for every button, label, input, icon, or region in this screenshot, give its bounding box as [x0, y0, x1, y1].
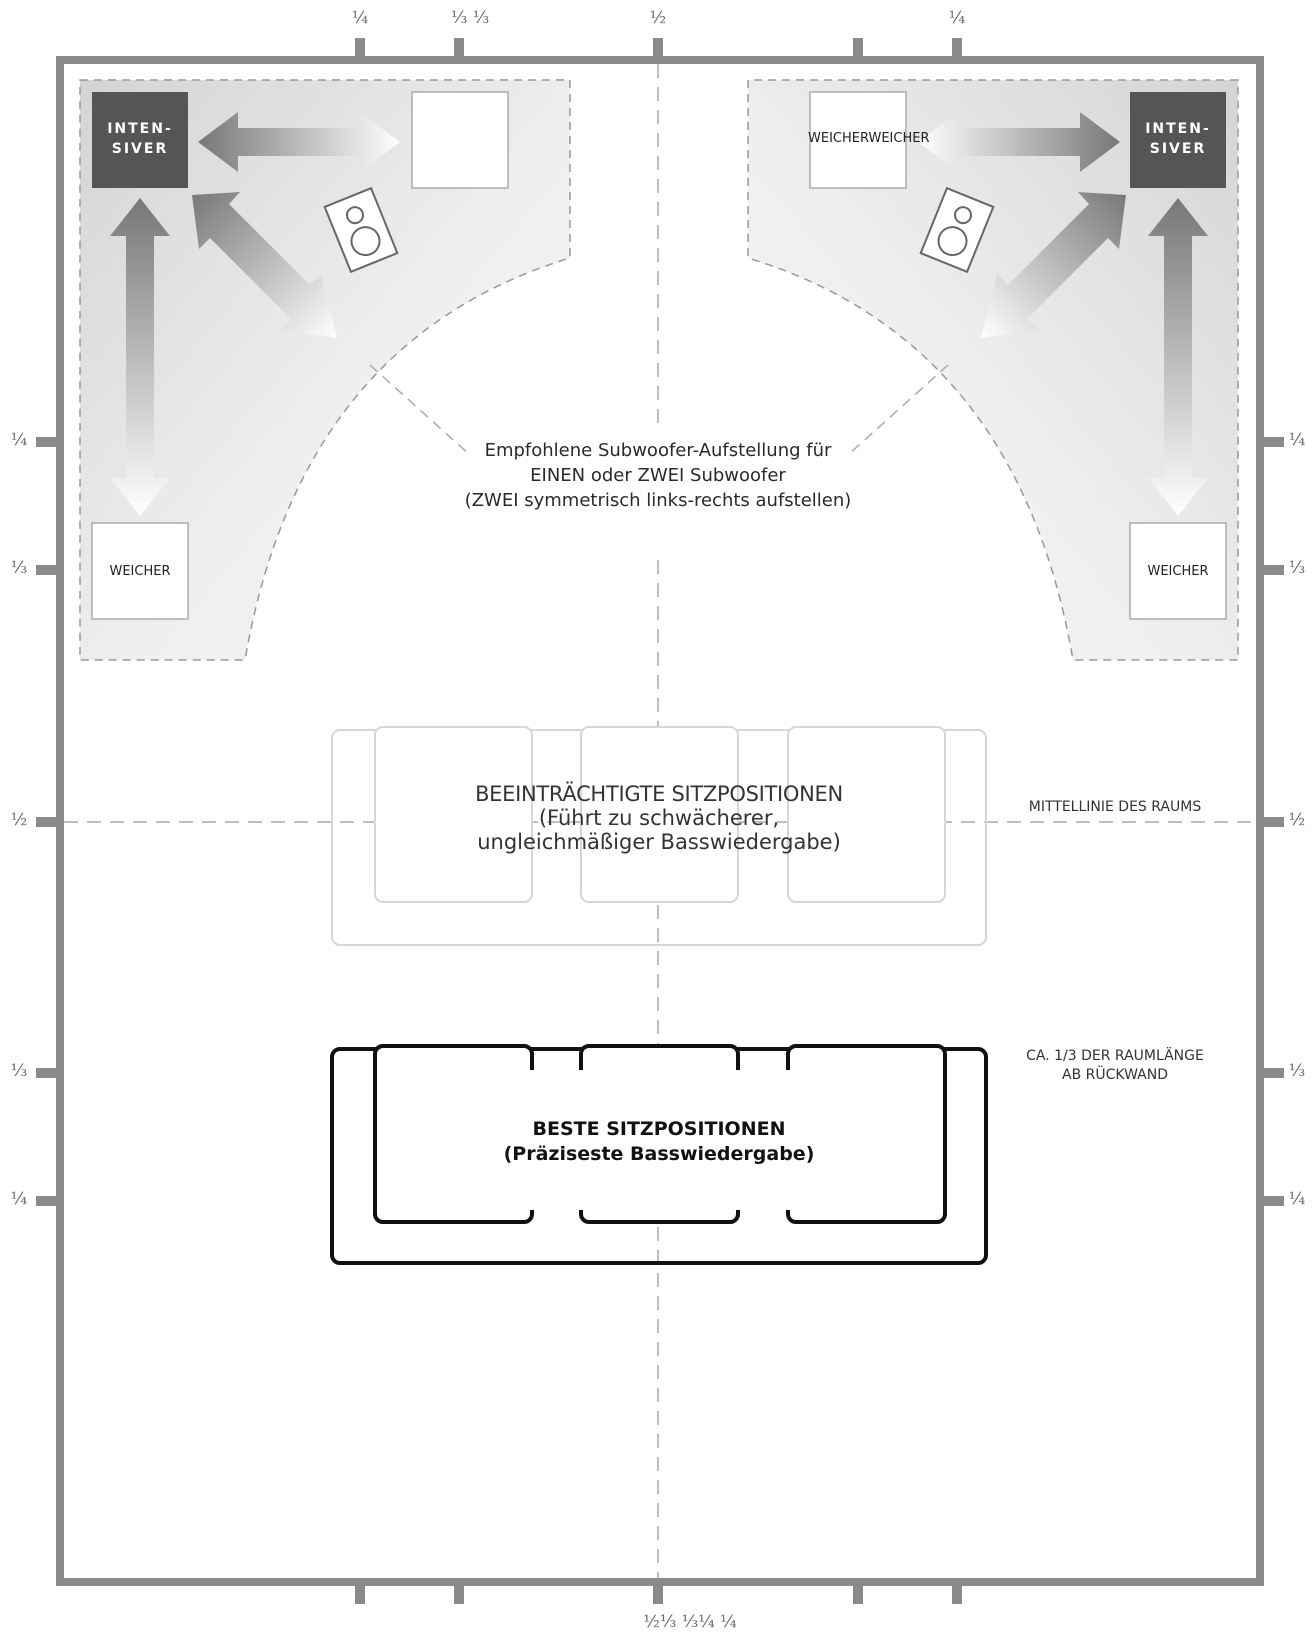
left-speaker-icon: [323, 186, 399, 274]
right-ticks: [1260, 437, 1284, 1206]
frac-left-half: ½: [10, 810, 28, 830]
left-ticks: [36, 437, 60, 1206]
best-seating-label: BESTE SITZPOSITIONEN (Präziseste Basswie…: [503, 1118, 815, 1165]
frac-left-quarter-bottom: ¼: [10, 1189, 28, 1209]
left-bottom-position-box: [91, 522, 189, 620]
right-bottom-position-box: [1129, 522, 1227, 620]
impaired-seating-label: BEEINTRÄCHTIGTE SITZPOSITIONEN (Führt zu…: [475, 782, 843, 854]
placement-caption: Empfohlene Subwoofer-Aufstellung für EIN…: [464, 440, 852, 511]
frac-right-quarter-bottom: ¼: [1288, 1189, 1306, 1209]
right-intense-label: INTEN- SIVER: [1145, 121, 1211, 157]
top-ticks: [355, 38, 962, 60]
left-top-position-box: [411, 91, 509, 189]
right-bottom-box-label: WEICHER: [1147, 564, 1209, 579]
impaired-sofa: [331, 726, 987, 946]
left-intense-box: [92, 92, 188, 188]
left-horizontal-arrow: [198, 112, 400, 172]
frac-right-quarter-top: ¼: [1288, 430, 1306, 450]
frac-top-quarter-right: ¼: [948, 8, 966, 28]
frac-bottom: ½⅓ ⅓¼ ¼: [643, 1612, 737, 1632]
right-speaker-icon: [919, 186, 995, 274]
right-intense-box: [1130, 92, 1226, 188]
frac-left-quarter-top: ¼: [10, 430, 28, 450]
frac-left-third-top: ⅓: [10, 558, 28, 578]
frac-right-third-bottom: ⅓: [1288, 1061, 1306, 1081]
right-horizontal-arrow: [918, 112, 1120, 172]
right-top-position-box: [809, 91, 907, 189]
frac-top-quarter-left: ¼: [351, 8, 369, 28]
right-top-box-label: WEICHERWEICHER: [808, 131, 930, 146]
diagonal-right: [847, 364, 949, 456]
left-vertical-arrow: [110, 198, 170, 516]
right-vertical-arrow: [1148, 198, 1208, 516]
centerline-note: MITTELLINIE DES RAUMS: [1028, 799, 1202, 815]
frac-right-half: ½: [1288, 810, 1306, 830]
frac-left-third-bottom: ⅓: [10, 1061, 28, 1081]
third-length-note: CA. 1/3 DER RAUMLÄNGE AB RÜCKWAND: [1026, 1048, 1204, 1083]
left-bottom-box-label: WEICHER: [109, 564, 171, 579]
frac-right-third-top: ⅓: [1288, 558, 1306, 578]
frac-top-thirds: ⅓ ⅓: [450, 8, 490, 28]
right-diagonal-arrow: [981, 192, 1126, 338]
frac-top-half: ½: [649, 8, 667, 28]
bottom-ticks: [355, 1582, 962, 1604]
left-diagonal-arrow: [192, 192, 337, 338]
diagonal-left: [369, 364, 471, 456]
left-intense-label: INTEN- SIVER: [107, 121, 173, 157]
best-sofa-label-area: [379, 1070, 941, 1210]
